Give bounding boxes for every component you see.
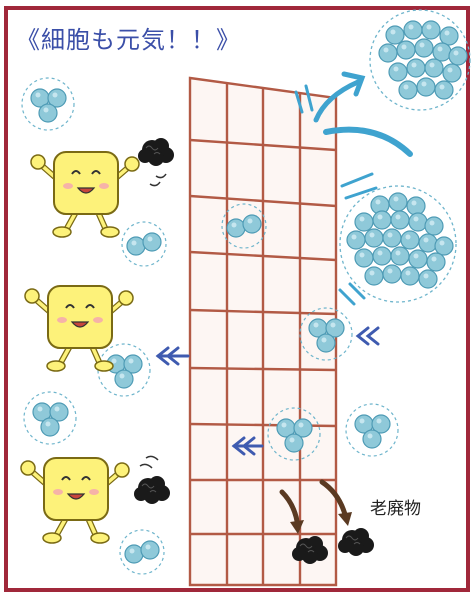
- waste-label: 老廃物: [370, 499, 421, 519]
- motion-lines: [139, 173, 167, 469]
- cell-cluster-icon: [346, 404, 398, 456]
- waste-icon: [137, 137, 175, 167]
- cell-mass-mid-right: [339, 185, 457, 303]
- cell-cluster-icon: [22, 78, 74, 130]
- waste-icon: [337, 527, 375, 557]
- cell-cluster-icon: [120, 530, 164, 574]
- cell-cluster-icon: [24, 392, 76, 444]
- waste-icon: [133, 475, 171, 505]
- arrow-left-icon: [355, 326, 380, 346]
- mascot-icon: [21, 458, 129, 543]
- mascot-icon: [31, 152, 139, 237]
- arrow-left-icon: [231, 436, 264, 456]
- diagram-title: 《細胞も元気！！》: [16, 26, 241, 54]
- arrow-left-icon: [155, 346, 190, 366]
- cell-cluster-icon: [122, 222, 166, 266]
- vessel-wall-grid: [188, 76, 338, 587]
- curved-arrow-icon: [294, 71, 413, 306]
- waste-arrows: [279, 479, 352, 534]
- cell-mass-top-right: [369, 9, 471, 111]
